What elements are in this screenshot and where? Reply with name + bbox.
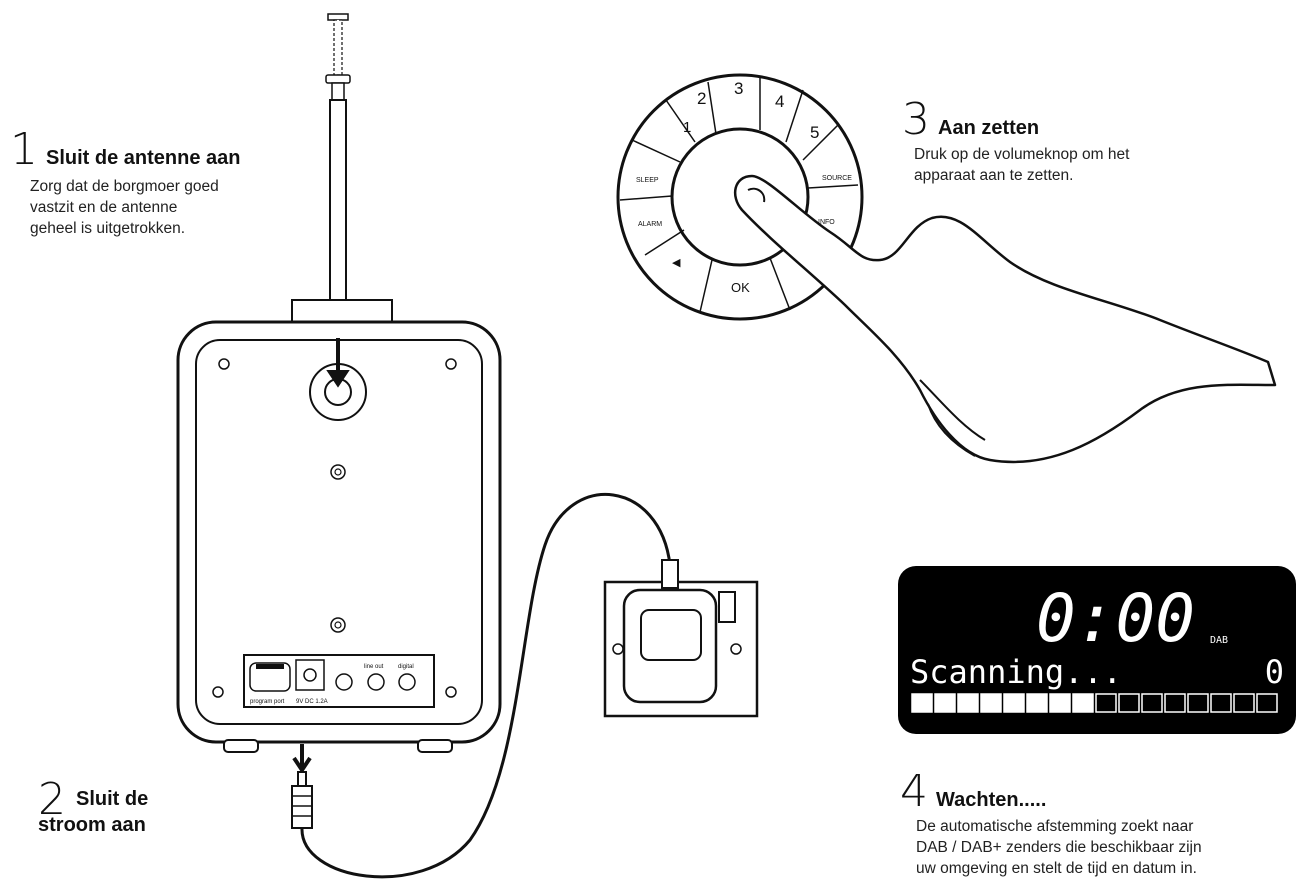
lcd-display: 0:00 DAB Scanning... 0 — [898, 566, 1296, 734]
step-2-title: stroom aan — [38, 814, 146, 836]
dial-button-info: INFO — [818, 219, 835, 226]
progress-block-empty — [1187, 693, 1209, 713]
progress-block-empty — [1256, 693, 1278, 713]
progress-block-filled — [1072, 693, 1094, 713]
step-4-text: De automatische afstemming zoekt naar — [916, 818, 1194, 835]
lcd-status: Scanning... — [910, 653, 1122, 691]
antenna — [325, 13, 351, 331]
step-2-number: 2 — [38, 774, 66, 825]
step-1-text: geheel is uitgetrokken. — [30, 220, 186, 237]
progress-block-empty — [1233, 693, 1255, 713]
progress-block-empty — [1118, 693, 1140, 713]
port-label: line out — [364, 664, 384, 670]
progress-block-empty — [1095, 693, 1117, 713]
wall-socket — [603, 559, 759, 718]
step-1-text: vastzit en de antenne — [30, 199, 178, 216]
hand — [733, 174, 1277, 464]
dial-button-5: 5 — [810, 123, 819, 142]
dial-button-back: ◀ — [672, 257, 681, 269]
step-4-text: uw omgeving en stelt de tijd en datum in… — [916, 860, 1197, 877]
step-4-title: Wachten..... — [936, 789, 1047, 811]
port-label: 9V DC 1.2A — [296, 699, 328, 705]
progress-block-filled — [934, 693, 956, 713]
lcd-progress — [911, 693, 1278, 713]
step-1-number: 1 — [10, 124, 38, 175]
step-1-title: Sluit de antenne aan — [46, 147, 241, 169]
dial-labels: 1 2 3 4 5 SOURCE INFO OK ◀ ALARM SLEEP — [636, 79, 852, 295]
dial-button-4: 4 — [775, 92, 784, 111]
step-4-number: 4 — [900, 766, 928, 817]
progress-block-filled — [1049, 693, 1071, 713]
step-2-title: Sluit de — [76, 788, 149, 810]
step-3-title: Aan zetten — [938, 117, 1040, 139]
progress-block-empty — [1210, 693, 1232, 713]
port-labels: program port 9V DC 1.2A line out digital — [250, 664, 414, 705]
dial-button-alarm: ALARM — [638, 221, 662, 228]
dial-button-ok: OK — [731, 280, 750, 295]
step-4-text: DAB / DAB+ zenders die beschikbaar zijn — [916, 839, 1202, 856]
lcd-count: 0 — [1265, 653, 1284, 691]
dial-button-source: SOURCE — [822, 175, 852, 182]
progress-block-filled — [980, 693, 1002, 713]
step-3-text: apparaat aan te zetten. — [914, 167, 1074, 184]
progress-block-filled — [1026, 693, 1048, 713]
dial-button-3: 3 — [734, 79, 743, 98]
lcd-time: 0:00 — [1036, 580, 1195, 657]
port-label: program port — [250, 699, 285, 705]
lcd-band: DAB — [1210, 635, 1228, 646]
dial-button-sleep: SLEEP — [636, 177, 659, 184]
step-3-text: Druk op de volumeknop om het — [914, 146, 1130, 163]
dial-button-2: 2 — [697, 89, 706, 108]
progress-block-filled — [911, 693, 933, 713]
progress-block-filled — [1003, 693, 1025, 713]
progress-block-empty — [1141, 693, 1163, 713]
step-1-text: Zorg dat de borgmoer goed — [30, 178, 219, 195]
progress-block-empty — [1164, 693, 1186, 713]
dial-button-1: 1 — [683, 119, 691, 136]
power-plug — [291, 493, 672, 879]
port-label: digital — [398, 664, 414, 670]
radio-back — [176, 299, 502, 753]
step-3-number: 3 — [902, 94, 930, 145]
progress-block-filled — [957, 693, 979, 713]
